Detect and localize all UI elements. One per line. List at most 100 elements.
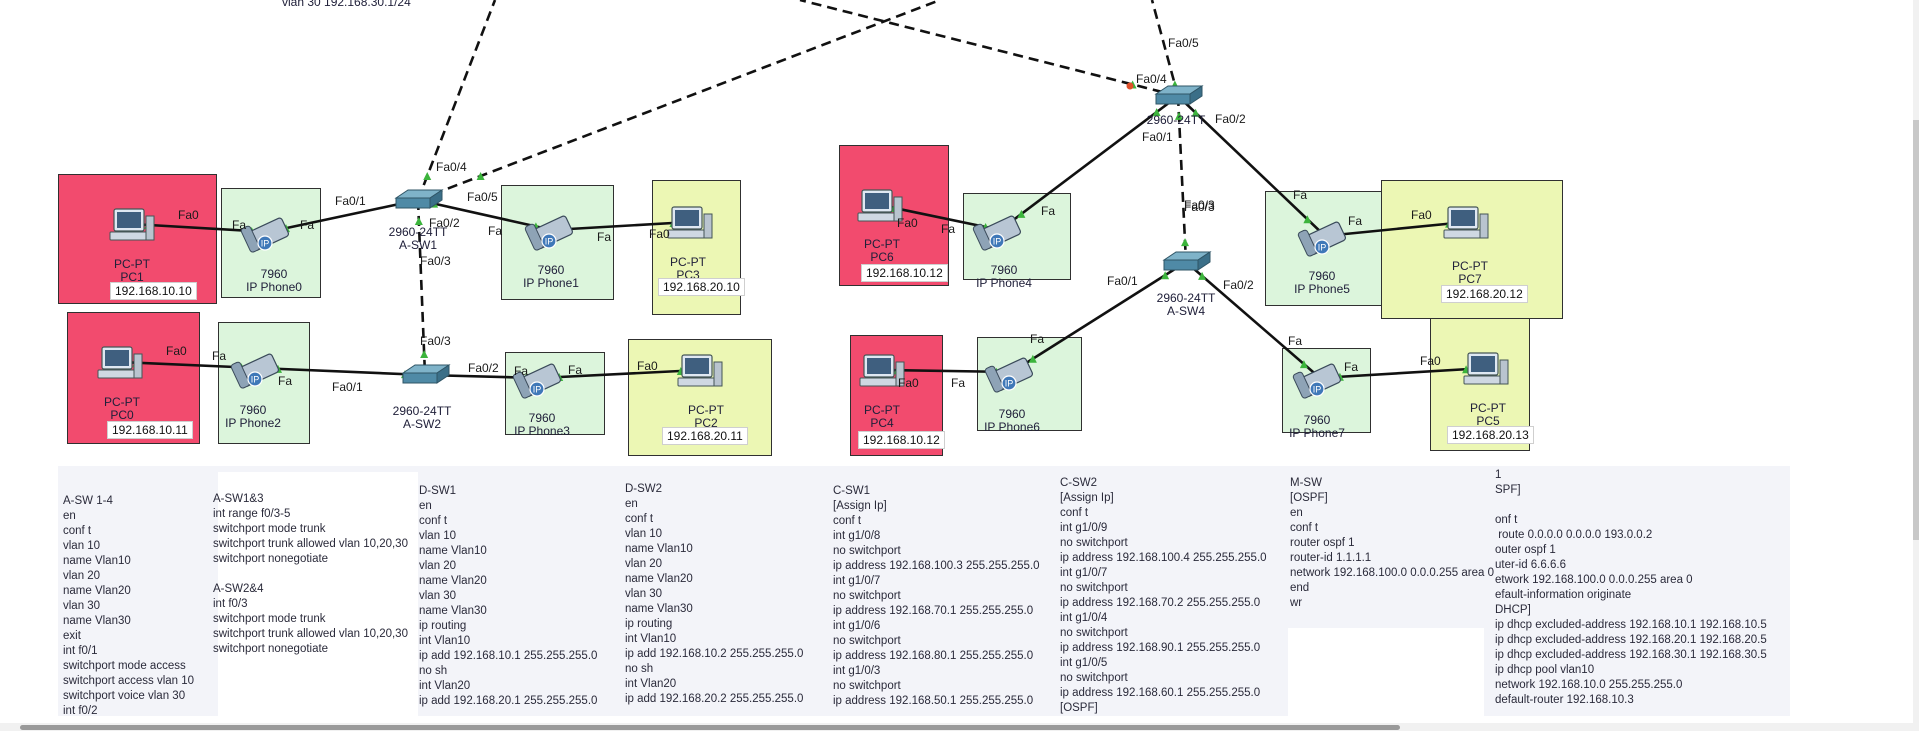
port-label: Fa — [951, 376, 966, 390]
port-label: Fa — [1344, 360, 1359, 374]
vertical-scrollbar[interactable] — [1913, 0, 1919, 731]
port-label: Fa0 — [178, 208, 199, 222]
link-phone4-asw3[interactable] — [999, 94, 1179, 232]
switch-icon[interactable] — [1154, 85, 1204, 105]
port-label: Fa0 — [649, 227, 670, 241]
link-asw1-up-right[interactable] — [417, 0, 941, 202]
ip-phone-icon[interactable]: IP — [512, 363, 561, 399]
port-label: Fa0/1 — [1107, 274, 1138, 288]
link-phone7-pc5[interactable] — [1319, 366, 1487, 380]
link-phone0-asw1[interactable] — [267, 198, 419, 234]
device-name: PC2 — [694, 416, 718, 430]
svg-text:IP: IP — [545, 237, 554, 247]
ip-address-label: 192.168.10.12 — [858, 431, 945, 449]
device-model: PC-PT — [864, 403, 900, 417]
device-model: 7960 — [1303, 413, 1331, 427]
port-label: Fa — [1288, 334, 1303, 348]
horizontal-scrollbar[interactable] — [0, 723, 1919, 731]
link-asw1-asw2[interactable] — [416, 199, 427, 376]
port-status-marker — [476, 172, 485, 180]
device-name: IP Phone4 — [976, 276, 1032, 290]
port-label: Fa0/3 — [420, 254, 451, 268]
switch-icon[interactable] — [1162, 251, 1212, 271]
link-asw4-phone7[interactable] — [1185, 261, 1321, 379]
device-name: IP Phone6 — [984, 420, 1040, 434]
device-model: PC-PT — [1470, 401, 1506, 415]
port-label: Fa0/1 — [335, 194, 366, 208]
port-label: Fa — [300, 218, 315, 232]
links-layer — [119, 0, 1487, 382]
device-name: A-SW4 — [1166, 304, 1206, 318]
device-model: 7960 — [239, 403, 267, 417]
port-status-marker — [1299, 360, 1308, 369]
port-label: Fa — [597, 230, 612, 244]
pc-icon[interactable] — [97, 346, 143, 379]
link-phone1-pc3[interactable] — [551, 220, 691, 232]
link-asw3-up-a[interactable] — [799, 0, 1179, 98]
svg-text:IP: IP — [533, 385, 542, 395]
port-label: Fa0 — [898, 376, 919, 390]
ip-phone-icon[interactable]: IP — [240, 217, 289, 253]
pc-icon[interactable] — [1443, 206, 1489, 239]
pc-icon[interactable] — [677, 354, 723, 387]
port-label: Fa0/2 — [1215, 112, 1246, 126]
ip-phone-icon[interactable]: IP — [1292, 363, 1341, 399]
config-note-dsw2: D-SW2 en conf t vlan 10 name Vlan10 vlan… — [625, 483, 804, 705]
ip-phone-icon[interactable]: IP — [972, 215, 1021, 251]
horizontal-scrollbar-thumb[interactable] — [20, 725, 1400, 730]
pc-icon[interactable] — [857, 189, 903, 222]
port-label: Fa0/2 — [468, 361, 499, 375]
pc-icon[interactable] — [667, 206, 713, 239]
zone-phone2 — [218, 322, 310, 444]
device-model: 2960-24TT — [392, 404, 452, 418]
device-model: 2960-24TT — [1146, 113, 1206, 127]
port-label: Fa — [488, 224, 503, 238]
pc-icon[interactable] — [859, 354, 905, 387]
port-label: Fa0 — [637, 359, 658, 373]
ip-phone-icon[interactable]: IP — [230, 353, 279, 389]
device-name: A-SW2 — [402, 417, 442, 431]
device-model: 7960 — [998, 407, 1026, 421]
port-label: Fa0/4 — [1136, 72, 1167, 86]
port-status-marker — [1028, 354, 1037, 363]
device-model: 2960-24TT — [1156, 291, 1216, 305]
port-status-marker — [1161, 271, 1170, 280]
port-label: Fa0/5 — [1168, 36, 1199, 50]
device-label-asw3: 2960-24TT — [1147, 114, 1206, 127]
link-asw3-phone5[interactable] — [1177, 95, 1326, 237]
config-note-asw-1-4: A-SW 1-4 en conf t vlan 10 name Vlan10 v… — [63, 495, 195, 716]
device-model: PC-PT — [688, 403, 724, 417]
port-label: Fa — [278, 374, 293, 388]
port-label: Fa0/5 — [467, 190, 498, 204]
port-label: Fa0/2 — [429, 216, 460, 230]
pc-icon[interactable] — [109, 208, 155, 241]
vertical-scrollbar-thumb[interactable] — [1913, 120, 1919, 540]
link-phone5-pc7[interactable] — [1324, 220, 1467, 238]
link-asw3-asw4[interactable] — [1176, 95, 1188, 263]
link-asw3-up-b[interactable] — [1150, 0, 1180, 97]
link-phone2-asw2[interactable] — [257, 366, 426, 377]
icons-layer: IP IP IP IP IP IP IP IP — [97, 85, 1509, 399]
switch-icon[interactable] — [401, 364, 451, 384]
ip-phone-icon[interactable]: IP — [1297, 221, 1346, 257]
switch-icon[interactable] — [394, 189, 444, 209]
device-model: PC-PT — [1452, 259, 1488, 273]
link-asw1-up-left[interactable] — [416, 0, 497, 201]
device-name: PC0 — [110, 408, 134, 422]
link-phone6-asw4[interactable] — [1011, 260, 1187, 374]
device-model: 7960 — [260, 267, 288, 281]
device-name: IP Phone1 — [523, 276, 579, 290]
ip-phone-icon[interactable]: IP — [524, 215, 573, 251]
port-status-marker — [420, 350, 429, 358]
link-phone3-pc2[interactable] — [539, 368, 701, 380]
port-status-marker — [1303, 215, 1312, 224]
pc-icon[interactable] — [1463, 352, 1509, 385]
ip-phone-icon[interactable]: IP — [984, 357, 1033, 393]
